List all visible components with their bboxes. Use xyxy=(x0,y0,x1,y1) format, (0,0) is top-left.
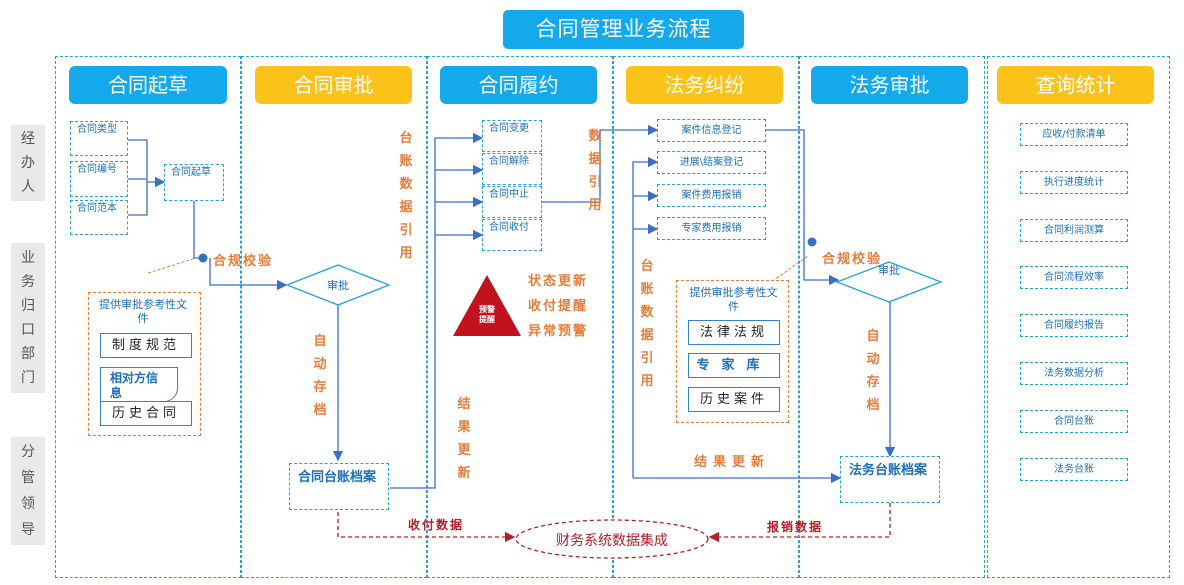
lane-label-leader-text: 分管领导 xyxy=(21,444,35,538)
column-box-legal-approval xyxy=(799,56,985,578)
query-item-contract-ledger[interactable]: 合同台账 xyxy=(1020,410,1128,433)
draft-item-contract-number[interactable]: 合同编号 xyxy=(70,161,128,197)
column-header-legal-approval[interactable]: 法务审批 xyxy=(811,66,968,104)
query-item-report[interactable]: 合同履约报告 xyxy=(1020,314,1128,337)
query-item-profit[interactable]: 合同利润测算 xyxy=(1020,219,1128,242)
contract-ledger-archive[interactable]: 合同台账档案 xyxy=(289,463,389,510)
lane-label-handler: 经办人 xyxy=(11,125,45,201)
query-item-receivables[interactable]: 应收/付款清单 xyxy=(1020,123,1128,146)
warning-triangle-icon xyxy=(453,275,521,336)
lane-label-handler-text: 经办人 xyxy=(21,131,35,195)
query-item-legal-ledger[interactable]: 法务台账 xyxy=(1020,458,1128,481)
page-title: 合同管理业务流程 xyxy=(503,10,744,49)
legal-decision-label: 审批 xyxy=(878,264,900,277)
query-item-legal-analysis[interactable]: 法务数据分析 xyxy=(1020,362,1128,385)
dispute-progress-register[interactable]: 进展\结案登记 xyxy=(657,151,766,174)
approval-decision-label: 审批 xyxy=(327,279,349,292)
legal-auto-archive: 自动存档 xyxy=(866,329,880,413)
expense-data-label: 报销数据 xyxy=(767,520,824,534)
decision-diamond-legal[interactable] xyxy=(835,261,943,303)
dispute-expert-expense[interactable]: 专家费用报销 xyxy=(657,217,766,240)
draft-item-contract-template[interactable]: 合同范本 xyxy=(70,200,128,235)
column-box-perform xyxy=(427,56,613,578)
compliance-dot-legal xyxy=(807,237,817,247)
dispute-ledger-ref: 台账数据引用 xyxy=(640,259,654,389)
finance-integration-label[interactable]: 财务系统数据集成 xyxy=(556,533,668,549)
warning-icon-label: 预警提醒 xyxy=(479,305,495,324)
compliance-dot-draft xyxy=(198,253,208,263)
dispute-ref-history-cases[interactable]: 历史案件 xyxy=(688,387,780,412)
query-item-progress[interactable]: 执行进度统计 xyxy=(1020,171,1128,194)
perform-warning-payment: 收付提醒 xyxy=(528,299,589,314)
dispute-reference-title: 提供审批参考性文件 xyxy=(689,286,778,313)
dispute-case-expense[interactable]: 案件费用报销 xyxy=(657,184,766,207)
column-header-query[interactable]: 查询统计 xyxy=(997,66,1154,104)
column-header-draft[interactable]: 合同起草 xyxy=(69,66,227,104)
draft-contract-box[interactable]: 合同起草 xyxy=(164,164,224,201)
decision-diamond-approval[interactable] xyxy=(285,264,391,306)
perform-item-change[interactable]: 合同变更 xyxy=(482,120,542,152)
dispute-case-register[interactable]: 案件信息登记 xyxy=(657,119,766,142)
draft-ref-history-contracts[interactable]: 历史合同 xyxy=(100,401,192,426)
perform-data-ref: 数据引用 xyxy=(588,129,602,213)
lane-label-department: 业务归口部门 xyxy=(11,243,45,393)
draft-ref-counterparty[interactable]: 相对方信息 xyxy=(100,367,178,402)
finance-ellipse xyxy=(515,519,709,559)
column-box-draft xyxy=(55,56,241,578)
column-header-approval[interactable]: 合同审批 xyxy=(255,66,412,104)
column-header-perform[interactable]: 合同履约 xyxy=(440,66,597,104)
perform-result-update: 结果更新 xyxy=(457,397,471,481)
payment-data-label: 收付数据 xyxy=(408,518,465,532)
compliance-label-legal: 合规校验 xyxy=(822,252,883,267)
column-header-dispute[interactable]: 法务纠纷 xyxy=(626,66,783,104)
perform-item-payment[interactable]: 合同收付 xyxy=(482,219,542,251)
query-item-efficiency[interactable]: 合同流程效率 xyxy=(1020,266,1128,289)
dispute-ref-experts[interactable]: 专家库 xyxy=(688,353,780,378)
draft-item-contract-type[interactable]: 合同类型 xyxy=(70,121,128,156)
perform-warning-status: 状态更新 xyxy=(528,274,589,289)
dispute-ref-laws[interactable]: 法律法规 xyxy=(688,320,780,345)
lane-label-leader: 分管领导 xyxy=(11,437,45,545)
approval-ledger-ref: 台账数据引用 xyxy=(399,131,413,261)
draft-reference-title: 提供审批参考性文件 xyxy=(99,298,187,325)
perform-item-termination[interactable]: 合同解除 xyxy=(482,153,542,185)
column-box-dispute xyxy=(613,56,799,578)
legal-ledger-archive[interactable]: 法务台账档案 xyxy=(840,456,940,503)
compliance-label-draft: 合规校验 xyxy=(213,254,274,269)
perform-warning-exception: 异常预警 xyxy=(528,324,589,339)
dispute-result-update: 结果更新 xyxy=(694,455,771,470)
draft-ref-regulations[interactable]: 制度规范 xyxy=(100,333,192,358)
column-box-query xyxy=(987,56,1170,578)
lane-label-department-text: 业务归口部门 xyxy=(21,250,35,386)
approval-auto-archive: 自动存档 xyxy=(313,334,327,418)
column-box-approval xyxy=(241,56,427,578)
perform-item-suspension[interactable]: 合同中止 xyxy=(482,186,542,218)
